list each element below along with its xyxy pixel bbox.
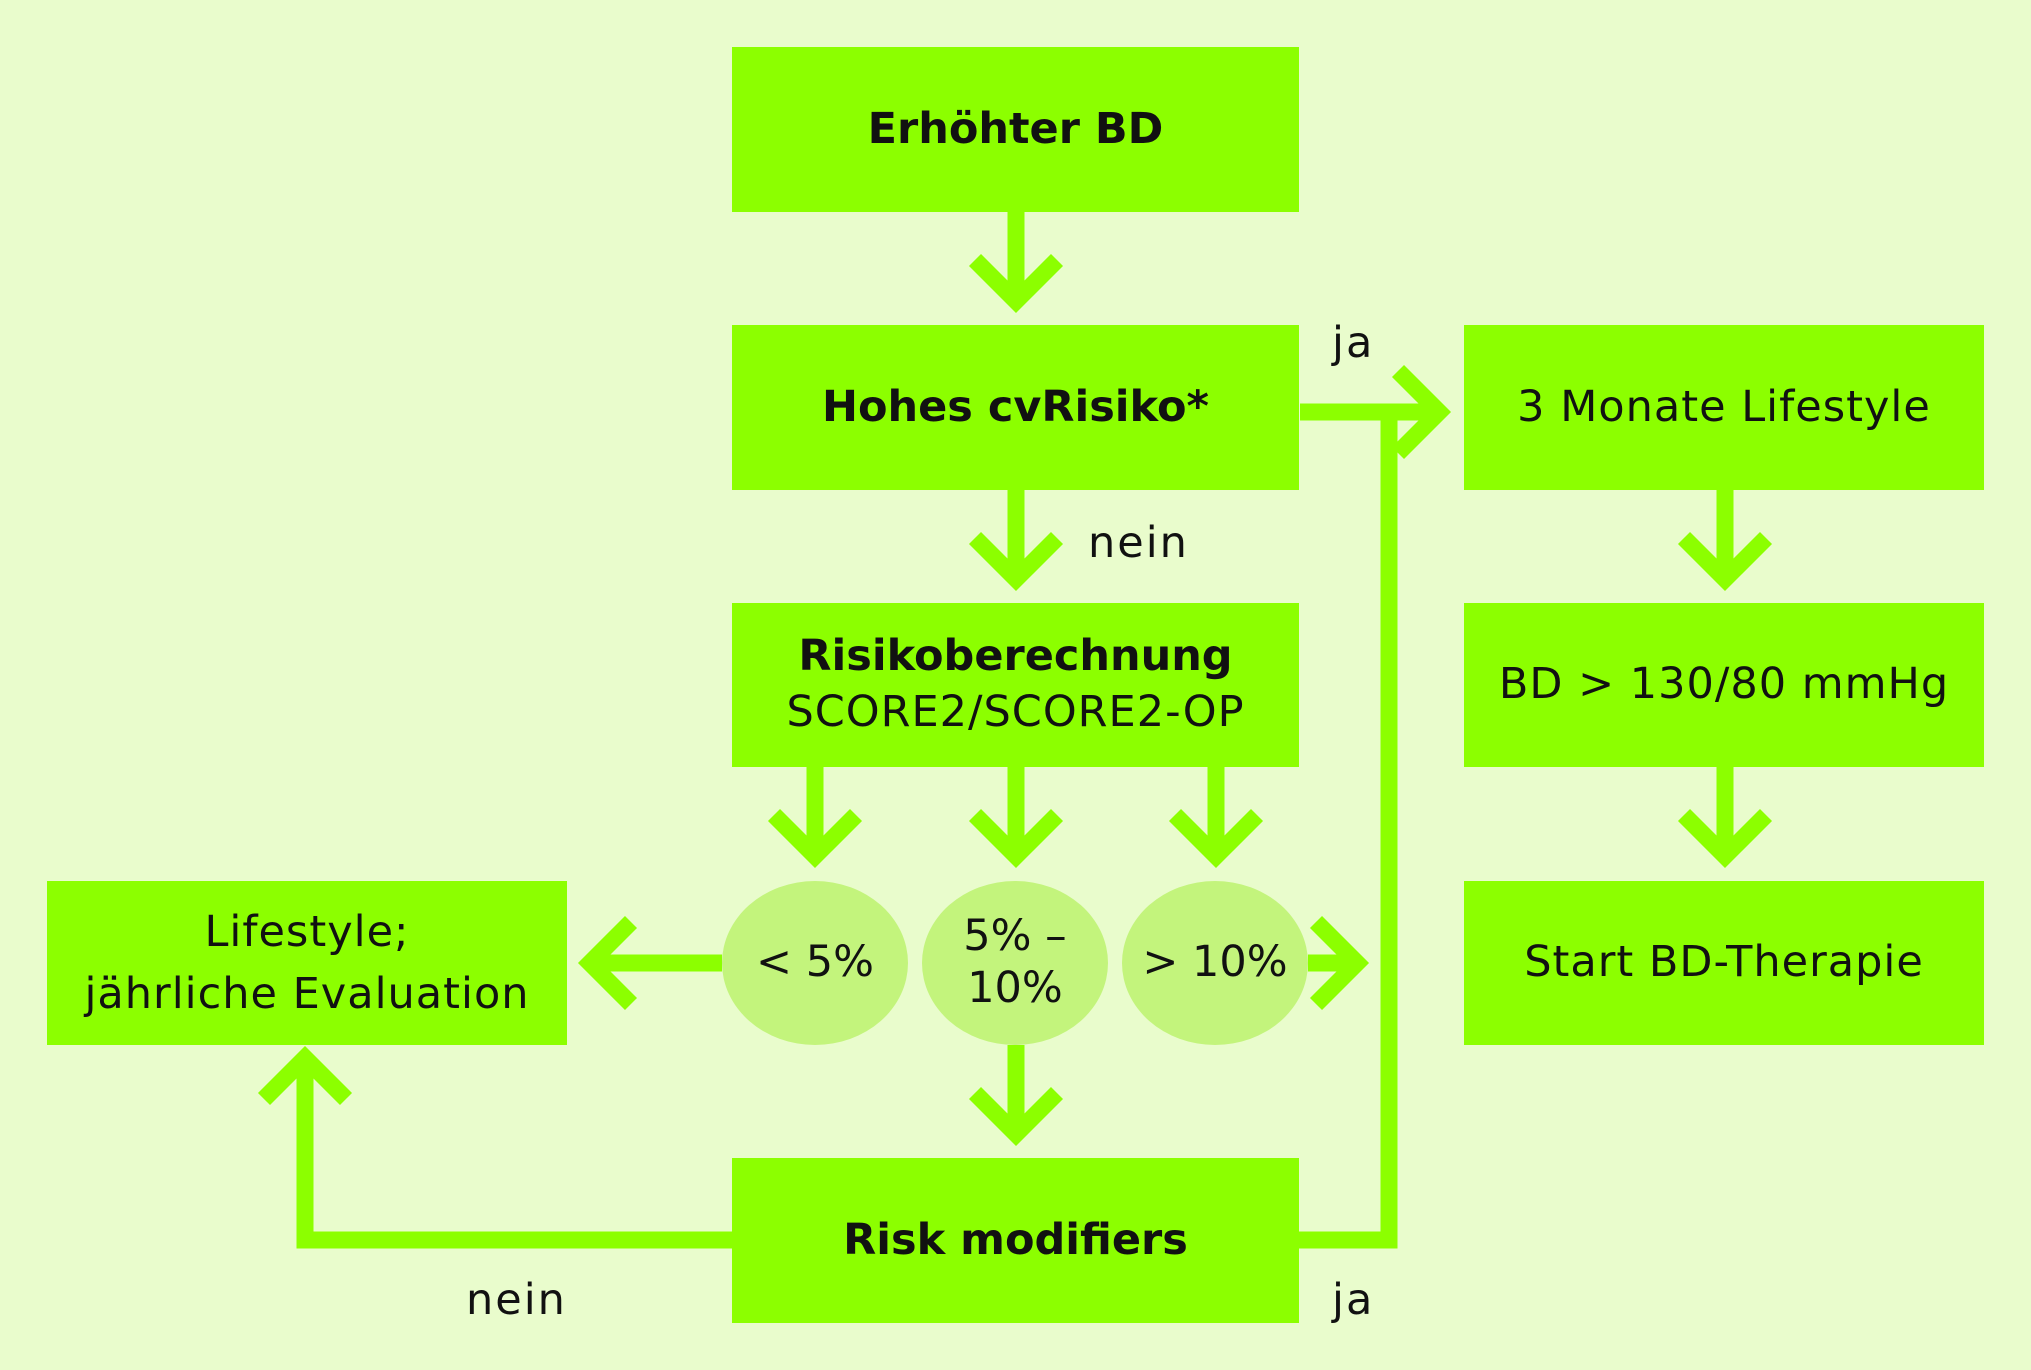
edge-label-nein-middle: nein bbox=[1088, 518, 1189, 568]
connector-modifiers-to-lifestyle bbox=[1299, 412, 1398, 1249]
node-start-therapy-label: Start BD-Therapie bbox=[1524, 937, 1924, 988]
arrowhead-mid-to-modifiers bbox=[968, 1086, 1064, 1147]
node-risk-calculation-subtitle: SCORE2/SCORE2-OP bbox=[786, 687, 1245, 737]
risk-level-mid-line2: 10% bbox=[967, 963, 1063, 1013]
node-start-therapy: Start BD-Therapie bbox=[1464, 881, 1984, 1045]
risk-level-low-label: < 5% bbox=[756, 937, 874, 988]
edge-label-nein-bottom: nein bbox=[466, 1275, 567, 1325]
node-high-cv-risk-label: Hohes cvRisiko* bbox=[821, 381, 1210, 432]
edge-label-ja-bottom: ja bbox=[1332, 1275, 1375, 1325]
node-lifestyle-evaluation: Lifestyle; jährliche Evaluation bbox=[47, 881, 567, 1045]
node-risk-calculation: Risikoberechnung SCORE2/SCORE2-OP bbox=[732, 603, 1299, 767]
arrowhead-low-to-eval bbox=[577, 915, 638, 1011]
risk-level-mid-line1: 5% – bbox=[963, 911, 1067, 962]
risk-level-low: < 5% bbox=[722, 881, 908, 1045]
node-lifestyle-evaluation-line1: Lifestyle; bbox=[204, 906, 410, 957]
arrowhead-calc-to-mid bbox=[968, 808, 1064, 869]
risk-level-high: > 10% bbox=[1122, 881, 1308, 1045]
arrowhead-modifiers-to-eval bbox=[257, 1045, 353, 1106]
connector-modifiers-to-eval bbox=[296, 1058, 732, 1249]
risk-level-mid: 5% – 10% bbox=[922, 881, 1108, 1045]
arrowhead-start-to-risk bbox=[968, 253, 1064, 314]
node-risk-modifiers-label: Risk modifiers bbox=[843, 1214, 1188, 1265]
node-lifestyle-3-months: 3 Monate Lifestyle bbox=[1464, 325, 1984, 490]
node-elevated-bp: Erhöhter BD bbox=[732, 47, 1299, 212]
arrowhead-risk-to-lifestyle bbox=[1391, 364, 1452, 460]
node-lifestyle-evaluation-line2: jährliche Evaluation bbox=[84, 969, 530, 1019]
node-elevated-bp-label: Erhöhter BD bbox=[867, 103, 1164, 154]
edge-label-ja-top: ja bbox=[1332, 318, 1375, 368]
node-risk-calculation-title: Risikoberechnung bbox=[798, 631, 1233, 682]
arrowhead-bp-to-therapy bbox=[1677, 808, 1773, 869]
node-bp-threshold-label: BD > 130/80 mmHg bbox=[1498, 659, 1950, 710]
arrowhead-lifestyle-to-bp bbox=[1677, 531, 1773, 592]
node-risk-modifiers: Risk modifiers bbox=[732, 1158, 1299, 1323]
risk-level-high-label: > 10% bbox=[1142, 937, 1288, 988]
arrowhead-high-to-right bbox=[1309, 915, 1370, 1011]
arrowhead-risk-to-calc bbox=[968, 531, 1064, 592]
arrowhead-calc-to-high bbox=[1168, 808, 1264, 869]
node-high-cv-risk: Hohes cvRisiko* bbox=[732, 325, 1299, 490]
node-lifestyle-3-months-label: 3 Monate Lifestyle bbox=[1517, 381, 1931, 432]
node-bp-threshold: BD > 130/80 mmHg bbox=[1464, 603, 1984, 767]
arrowhead-calc-to-low bbox=[767, 808, 863, 869]
